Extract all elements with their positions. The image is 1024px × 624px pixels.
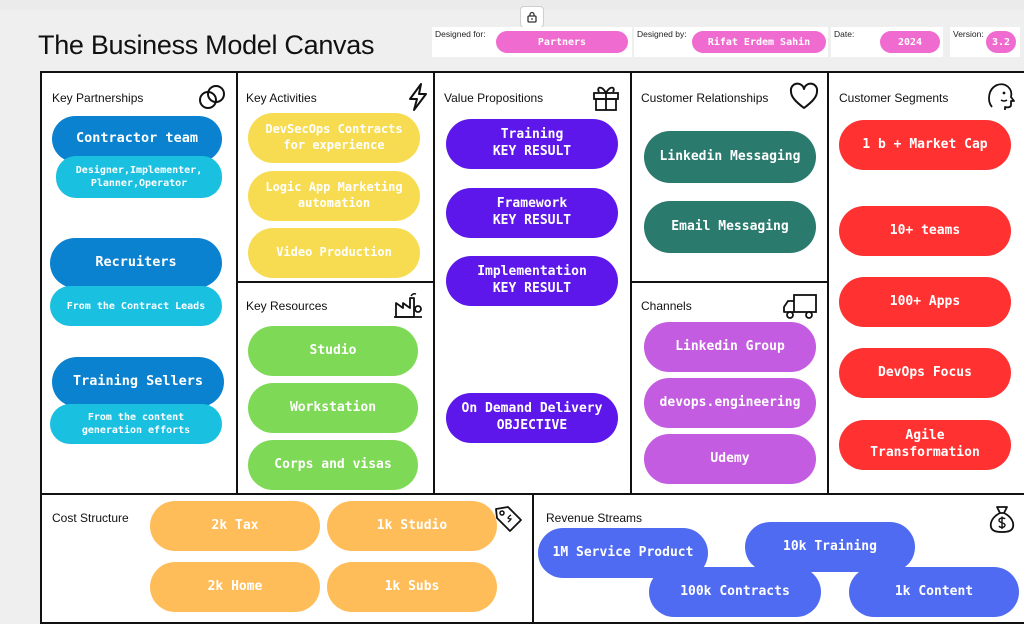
version-field: Version: 3.2 — [950, 27, 1020, 57]
section-title: Revenue Streams — [546, 511, 643, 525]
price-tag-icon — [495, 506, 522, 532]
designed-by-label: Designed by: — [637, 29, 687, 39]
section-title: Channels — [641, 299, 692, 313]
section-title: Key Partnerships — [52, 91, 144, 105]
segment-item-teams[interactable]: 10+ teams — [839, 206, 1011, 256]
section-title: Customer Relationships — [641, 91, 769, 105]
page-title: The Business Model Canvas — [38, 30, 375, 60]
link-icon — [199, 85, 225, 109]
grid-line — [630, 281, 827, 283]
revenue-item-training[interactable]: 10k Training — [745, 522, 915, 572]
face-icon — [988, 83, 1015, 110]
truck-icon — [783, 294, 817, 319]
partner-item-training-sellers[interactable]: Training Sellers — [52, 357, 224, 407]
channel-item-devops-engineering[interactable]: devops.engineering — [644, 378, 816, 428]
channel-item-linkedin-group[interactable]: Linkedin Group — [644, 322, 816, 372]
segment-item-devops-focus[interactable]: DevOps Focus — [839, 348, 1011, 398]
grid-line — [630, 73, 632, 493]
segment-item-market-cap[interactable]: 1 b + Market Cap — [839, 120, 1011, 170]
grid-line — [236, 73, 238, 493]
partner-item-contract-leads[interactable]: From the Contract Leads — [50, 286, 222, 326]
section-title: Cost Structure — [52, 511, 129, 525]
partner-item-content-efforts[interactable]: From the content generation efforts — [50, 404, 222, 444]
section-title: Key Activities — [246, 91, 317, 105]
gift-icon — [593, 86, 619, 111]
partner-item-contractor-team[interactable]: Contractor team — [52, 116, 222, 162]
factory-icon — [394, 293, 422, 318]
designed-for-value[interactable]: Partners — [496, 31, 628, 53]
lock-button[interactable] — [520, 6, 544, 28]
section-title: Key Resources — [246, 299, 328, 313]
relationship-item-linkedin-messaging[interactable]: Linkedin Messaging — [644, 131, 816, 183]
section-title: Value Propositions — [444, 91, 544, 105]
value-item-on-demand-delivery[interactable]: On Demand Delivery OBJECTIVE — [446, 393, 618, 443]
partner-item-recruiters[interactable]: Recruiters — [50, 238, 222, 288]
cost-item-studio[interactable]: 1k Studio — [327, 501, 497, 551]
money-bag-icon — [989, 506, 1015, 533]
grid-line — [433, 73, 435, 493]
lightning-icon — [409, 83, 427, 111]
activity-item-devsecops[interactable]: DevSecOps Contracts for experience — [248, 113, 420, 163]
cost-item-tax[interactable]: 2k Tax — [150, 501, 320, 551]
cost-item-subs[interactable]: 1k Subs — [327, 562, 497, 612]
date-value[interactable]: 2024 — [880, 31, 940, 53]
version-value[interactable]: 3.2 — [986, 31, 1016, 53]
activity-item-logic-app[interactable]: Logic App Marketing automation — [248, 171, 420, 221]
canvas-board: Key Partnerships Contractor team Designe… — [40, 71, 1024, 624]
designed-for-label: Designed for: — [435, 29, 486, 39]
heart-icon — [789, 82, 819, 109]
partner-item-contractor-roles[interactable]: Designer,Implementer, Planner,Operator — [56, 156, 222, 198]
grid-line — [532, 493, 534, 624]
designed-for-field: Designed for: Partners — [432, 27, 632, 57]
lock-icon — [527, 11, 537, 23]
grid-line — [236, 281, 433, 283]
section-title: Customer Segments — [839, 91, 949, 105]
value-item-framework[interactable]: Framework KEY RESULT — [446, 188, 618, 238]
revenue-item-contracts[interactable]: 100k Contracts — [649, 567, 821, 617]
activity-item-video-production[interactable]: Video Production — [248, 228, 420, 278]
date-label: Date: — [834, 29, 855, 39]
segment-item-apps[interactable]: 100+ Apps — [839, 277, 1011, 327]
relationship-item-email-messaging[interactable]: Email Messaging — [644, 201, 816, 253]
date-field: Date: 2024 — [831, 27, 943, 57]
cost-item-home[interactable]: 2k Home — [150, 562, 320, 612]
value-item-training[interactable]: Training KEY RESULT — [446, 119, 618, 169]
value-item-implementation[interactable]: Implementation KEY RESULT — [446, 256, 618, 306]
resource-item-corps-visas[interactable]: Corps and visas — [248, 440, 418, 490]
channel-item-udemy[interactable]: Udemy — [644, 434, 816, 484]
segment-item-agile-transformation[interactable]: Agile Transformation — [839, 420, 1011, 470]
top-toolbar-strip — [0, 0, 1024, 10]
designed-by-field: Designed by: Rifat Erdem Sahin — [634, 27, 828, 57]
revenue-item-content[interactable]: 1k Content — [849, 567, 1019, 617]
version-label: Version: — [953, 29, 984, 39]
designed-by-value[interactable]: Rifat Erdem Sahin — [692, 31, 826, 53]
resource-item-workstation[interactable]: Workstation — [248, 383, 418, 433]
resource-item-studio[interactable]: Studio — [248, 326, 418, 376]
grid-line — [827, 73, 829, 493]
